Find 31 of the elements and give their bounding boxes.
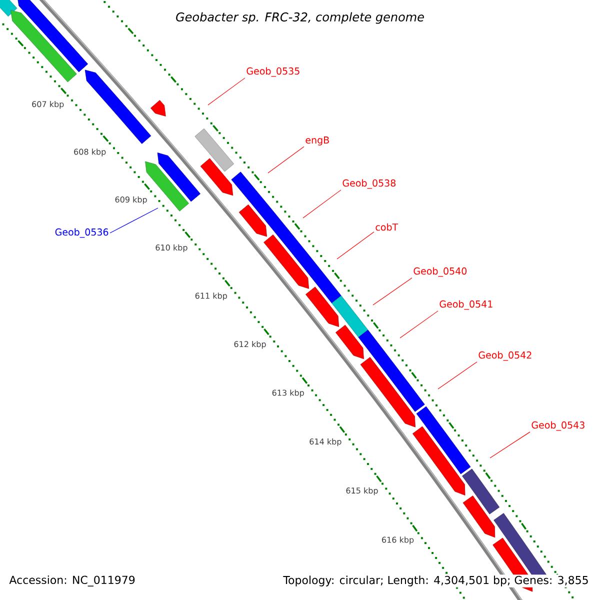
leader-line <box>268 146 304 174</box>
gene-label: engB <box>306 136 329 146</box>
leader-line <box>490 432 530 458</box>
leader-line <box>438 362 478 390</box>
caption-text: Topology: circular; Length: 4,304,501 bp; Genes: 3,855 <box>282 574 590 588</box>
leader-line <box>302 190 342 218</box>
tick-label: 615 kbp <box>346 487 378 496</box>
gene-label: Geob_0535 <box>246 67 300 77</box>
tick-label: 607 kbp <box>32 100 64 109</box>
leader-line <box>400 310 438 338</box>
tick-label: 608 kbp <box>74 148 106 156</box>
tick-label: 611 kbp <box>195 292 227 300</box>
title: Geobacter sp. FRC-32, complete genome <box>176 12 424 24</box>
gene-label: Geob_0541 <box>440 300 492 310</box>
leader-line <box>336 232 374 260</box>
gene-label: Geob_0542 <box>478 351 532 361</box>
tick-label: 609 kbp <box>115 196 147 204</box>
leader-line <box>208 78 246 106</box>
gene-label: Geob_0538 <box>342 179 396 189</box>
caption-text: Accession: NC_011979 <box>8 574 136 588</box>
tick-label: 610 kbp <box>156 244 188 252</box>
gene-label: Geob_0543 <box>532 421 584 431</box>
leader-line <box>110 208 158 234</box>
gene-label: Geob_0540 <box>414 267 467 277</box>
gene-label: Geob_0536 <box>55 228 108 238</box>
tick-label: 612 kbp <box>234 340 266 349</box>
tick-label: 613 kbp <box>272 390 304 398</box>
tick-label: 616 kbp <box>382 536 414 544</box>
leader-line <box>372 278 412 306</box>
gene-label: cobT <box>376 223 398 231</box>
tick-label: 614 kbp <box>310 438 342 446</box>
